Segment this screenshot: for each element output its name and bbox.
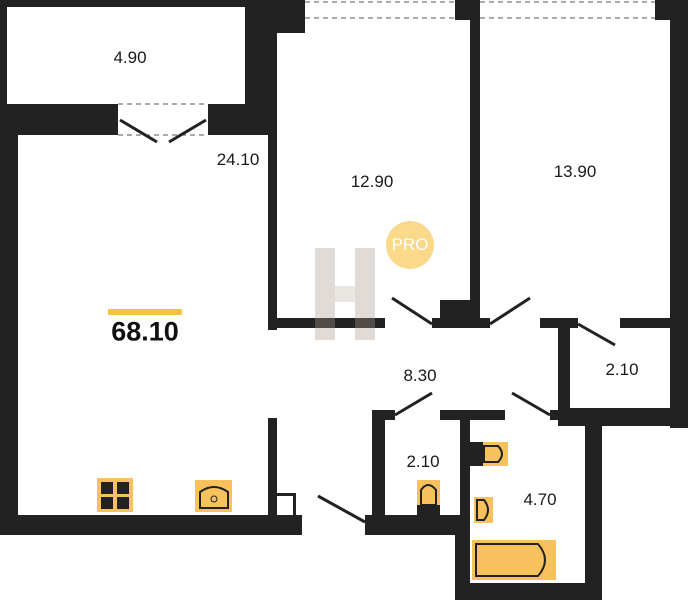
room-area-wc: 2.10 [406, 452, 440, 471]
windows [118, 1, 655, 136]
room-area-bedroom1: 12.90 [350, 172, 394, 191]
room-area-living: 24.10 [216, 150, 260, 169]
toilet-wc [417, 480, 440, 517]
kitchen-sink [195, 480, 232, 512]
total-area: 68.10 [111, 316, 179, 347]
room-area-bedroom2: 13.90 [553, 162, 597, 181]
pro-badge: PRO [386, 221, 434, 269]
room-area-storage: 2.10 [605, 360, 639, 379]
kitchen-stove [97, 478, 133, 512]
toilet-bath [470, 442, 508, 466]
room-area-bathroom: 4.70 [523, 490, 557, 509]
doors [119, 118, 616, 524]
bathtub [472, 540, 556, 580]
total-area-accent-bar [108, 309, 182, 315]
room-area-hall: 8.30 [403, 366, 437, 385]
logo-h-watermark [315, 248, 375, 340]
room-area-balcony: 4.90 [113, 48, 147, 67]
bath-sink [474, 497, 493, 523]
